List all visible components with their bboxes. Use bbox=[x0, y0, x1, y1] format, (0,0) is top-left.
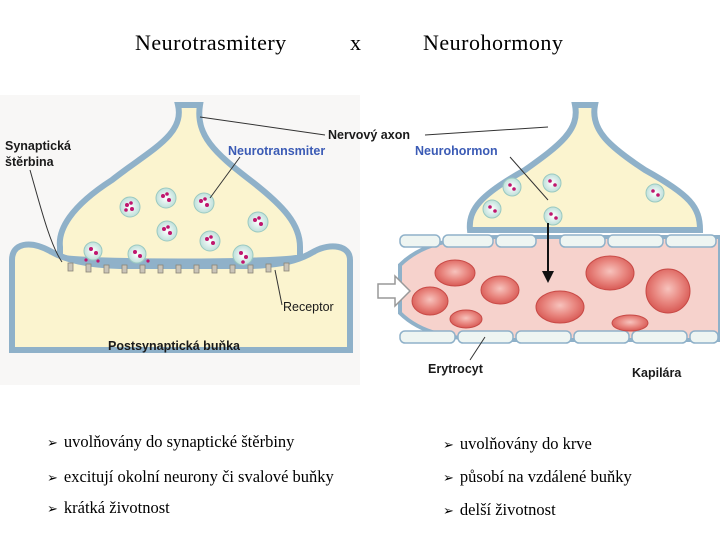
bullets-right: ➢ uvolňovány do krve ➢ působí na vzdálené … bbox=[443, 434, 713, 534]
title-versus: x bbox=[350, 30, 362, 55]
label-nervovy-axon: Nervový axon bbox=[328, 128, 410, 142]
label-sterbina: štěrbina bbox=[5, 155, 55, 169]
leader-lines-left bbox=[29, 116, 326, 306]
bullet-text: uvolňovány do synaptické štěrbiny bbox=[63, 432, 295, 451]
label-neurotransmiter: Neurotransmiter bbox=[228, 144, 325, 158]
label-neurohormon: Neurohormon bbox=[415, 144, 498, 158]
presynaptic-terminal bbox=[56, 102, 303, 265]
neurosecretory-terminal bbox=[466, 102, 704, 233]
list-item: ➢ krátká životnost bbox=[47, 498, 170, 518]
list-item: ➢ působí na vzdálené buňky bbox=[443, 467, 632, 487]
bullets-left: ➢ uvolňovány do synaptické štěrbiny ➢ exci… bbox=[47, 432, 367, 532]
arrowhead-bullet-icon: ➢ bbox=[443, 504, 454, 519]
arrowhead-bullet-icon: ➢ bbox=[443, 471, 454, 486]
bullet-text: delší životnost bbox=[459, 500, 556, 519]
blood-flow-arrow bbox=[377, 274, 412, 308]
label-postsynapticka: Postsynaptická buňka bbox=[108, 339, 241, 353]
bullet-text: excitují okolní neurony či svalové buňky bbox=[63, 467, 334, 486]
label-kapilara: Kapilára bbox=[632, 366, 682, 380]
bullet-text: uvolňovány do krve bbox=[459, 434, 592, 453]
neurotransmitter-molecules bbox=[84, 192, 263, 264]
synapse-panel: Synaptická štěrbina Neurotransmiter Rece… bbox=[0, 95, 360, 385]
label-synapticka: Synaptická bbox=[5, 139, 71, 153]
arrowhead-bullet-icon: ➢ bbox=[47, 436, 58, 451]
list-item: ➢ delší životnost bbox=[443, 500, 556, 520]
title-neurotransmitters: Neurotrasmitery bbox=[135, 30, 287, 55]
list-item: ➢ excitují okolní neurony či svalové buňk… bbox=[47, 467, 334, 487]
label-erytrocyt: Erytrocyt bbox=[428, 362, 484, 376]
synaptic-vesicles bbox=[83, 187, 269, 266]
arrowhead-bullet-icon: ➢ bbox=[47, 502, 58, 517]
synapse-vs-capillary-diagram: Synaptická štěrbina Neurotransmiter Rece… bbox=[0, 95, 720, 385]
title-neurohormones: Neurohormony bbox=[423, 30, 564, 55]
bullet-text: působí na vzdálené buňky bbox=[459, 467, 632, 486]
arrowhead-bullet-icon: ➢ bbox=[47, 471, 58, 486]
capillary-panel: Nervový axon Neurohormon bbox=[328, 102, 720, 380]
receptor-row bbox=[67, 262, 290, 274]
endothelium bbox=[399, 234, 719, 344]
bullet-text: krátká životnost bbox=[63, 498, 170, 517]
list-item: ➢ uvolňovány do synaptické štěrbiny bbox=[47, 432, 294, 452]
erythrocytes bbox=[411, 255, 691, 332]
list-item: ➢ uvolňovány do krve bbox=[443, 434, 592, 454]
label-receptor: Receptor bbox=[283, 300, 334, 314]
arrowhead-bullet-icon: ➢ bbox=[443, 438, 454, 453]
neurohormone-vesicles bbox=[482, 173, 665, 226]
